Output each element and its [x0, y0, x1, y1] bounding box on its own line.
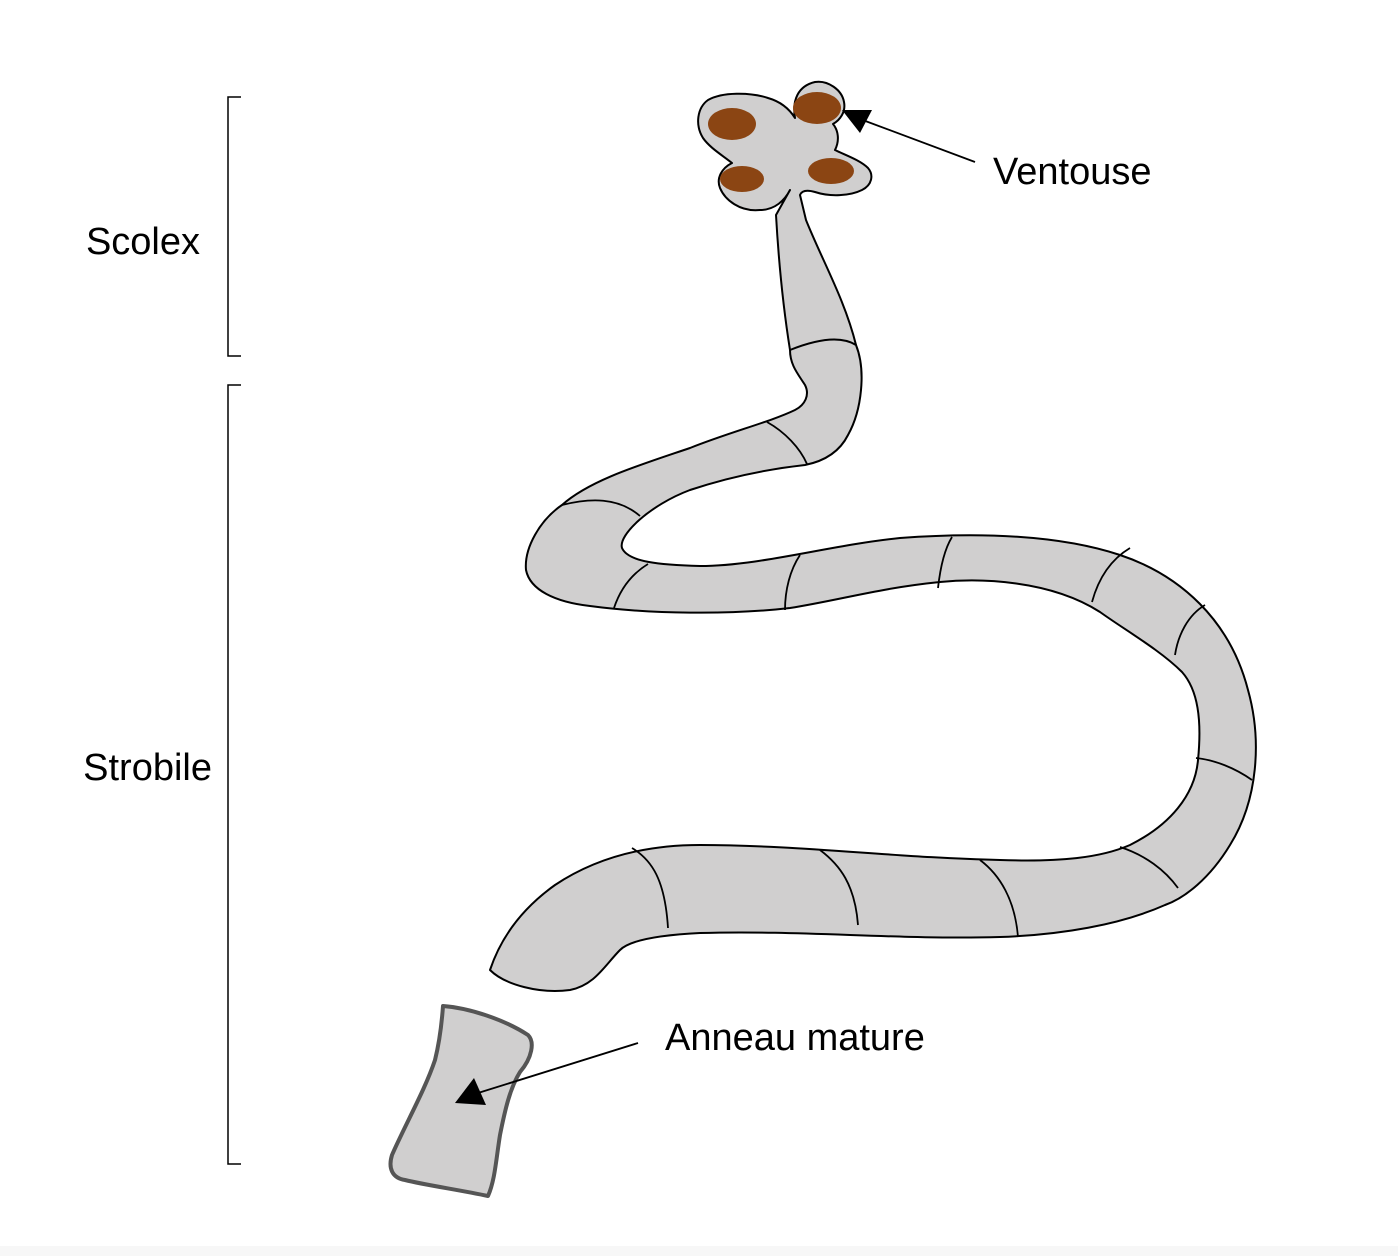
ventouse-arrow-line: [859, 118, 976, 163]
anneau-arrow-line: [477, 1042, 639, 1094]
segment-line: [1119, 846, 1179, 889]
strobile-label: Strobile: [83, 747, 212, 789]
segment-line: [631, 847, 669, 929]
segment-line: [561, 499, 641, 517]
bottom-strip: [0, 1246, 1398, 1256]
sucker-top-left: [708, 108, 756, 140]
segment-line: [979, 859, 1019, 938]
segment-line: [819, 849, 859, 926]
scolex-label: Scolex: [86, 221, 200, 263]
strobile-bracket: [227, 384, 241, 1165]
segment-line: [613, 563, 649, 609]
ventouse-label: Ventouse: [993, 151, 1151, 193]
segment-line: [784, 554, 801, 611]
anneau-mature-label: Anneau mature: [665, 1017, 925, 1059]
anneau-arrow-head: [455, 1078, 486, 1105]
sucker-bottom-left: [720, 166, 764, 192]
scolex: [697, 80, 873, 351]
segment-line: [937, 536, 953, 589]
segment-line: [1091, 547, 1131, 603]
segment-line: [766, 421, 808, 465]
segment-lines: [561, 421, 1253, 938]
strobile-body: [489, 338, 1257, 992]
sucker-top-right: [793, 92, 841, 124]
segment-line: [1174, 604, 1206, 656]
ventouse-arrow-head: [842, 110, 872, 133]
segment-line: [1195, 757, 1253, 781]
scolex-bracket: [227, 96, 241, 357]
sucker-bottom-right: [808, 158, 854, 184]
